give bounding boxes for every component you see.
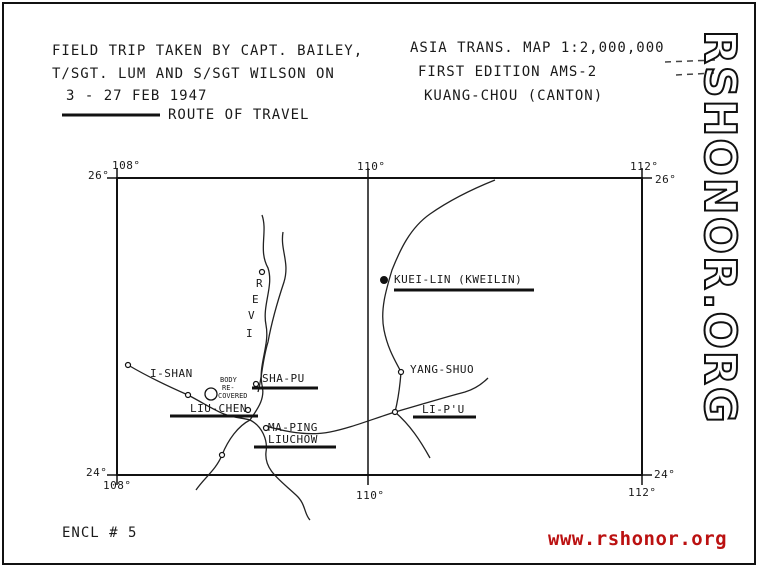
lon-label-top-mid: 110°: [357, 160, 386, 173]
yangshuo-marker: [397, 368, 405, 376]
lon-label-bottom-mid: 110°: [356, 489, 385, 502]
kueilin-marker: [380, 276, 388, 284]
trip-dates: 3 - 27 FEB 1947: [66, 88, 208, 104]
map-series-scale: ASIA TRANS. MAP 1:2,000,000: [410, 40, 665, 56]
ishan-marker: [124, 361, 132, 369]
place-label-shapu: SHA-PU: [262, 372, 305, 385]
enclosure-label: ENCL # 5: [62, 525, 138, 541]
river-letter-2: V: [248, 309, 256, 322]
river-letter-3: E: [252, 293, 260, 306]
lon-label-top-right: 112°: [630, 160, 659, 173]
north-town-marker: [258, 268, 266, 276]
body-note-line-1: BODY: [220, 376, 237, 384]
place-label-lipu: LI-P'U: [422, 403, 465, 416]
place-label-liuchen: LIU-CHEN: [190, 402, 247, 415]
map-dash-mark: [664, 59, 716, 63]
body-recovered-circle: [204, 387, 218, 401]
place-label-liuchow: LIUCHOW: [268, 433, 318, 446]
map-sheet-name: KUANG-CHOU (CANTON): [424, 88, 604, 104]
watermark-vertical-text: RSHONOR.ORG: [693, 29, 746, 426]
body-note-line-3: COVERED: [218, 392, 248, 400]
liuchen-marker: [244, 406, 252, 414]
river-north-branch: [249, 214, 271, 421]
river-letter-1: I: [246, 327, 254, 340]
place-label-ishan: I-SHAN: [150, 367, 193, 380]
river-west-ishan: [127, 364, 251, 421]
lon-label-bottom-left: 108°: [103, 479, 132, 492]
lat-label-bottom-left: 24°: [86, 466, 108, 479]
river-east-liuchow: [265, 411, 396, 435]
lat-label-top-left: 26°: [88, 169, 110, 182]
place-label-maping: MA-PING: [268, 421, 318, 434]
river-lipu-branch: [394, 377, 489, 413]
place-label-kueilin: KUEI-LIN (KWEILIN): [394, 273, 523, 286]
south-town-marker: [218, 451, 226, 459]
ishan-route-marker: [184, 391, 192, 399]
map-grid-frame: [116, 177, 643, 476]
place-label-yangshuo: YANG-SHUO: [410, 363, 475, 376]
river-letter-4: R: [256, 277, 264, 290]
river-kuei-upper: [382, 179, 496, 373]
river-east-branch: [257, 231, 287, 393]
lipu-marker: [391, 408, 399, 416]
lon-label-top-left: 108°: [112, 159, 141, 172]
watermark-url[interactable]: www.rshonor.org: [548, 528, 728, 550]
lat-label-top-right: 26°: [655, 173, 677, 186]
trip-description-line-1: FIELD TRIP TAKEN BY CAPT. BAILEY,: [52, 43, 364, 59]
legend-label: ROUTE OF TRAVEL: [168, 107, 310, 123]
trip-description-line-2: T/SGT. LUM AND S/SGT WILSON ON: [52, 66, 335, 82]
body-note-line-2: RE-: [222, 384, 235, 392]
maping-marker: [262, 424, 270, 432]
shapu-marker: [252, 380, 260, 388]
lat-label-bottom-right: 24°: [654, 468, 676, 481]
map-edition: FIRST EDITION AMS-2: [418, 64, 598, 80]
lon-label-bottom-right: 112°: [628, 486, 657, 499]
river-liu-south: [249, 419, 311, 521]
